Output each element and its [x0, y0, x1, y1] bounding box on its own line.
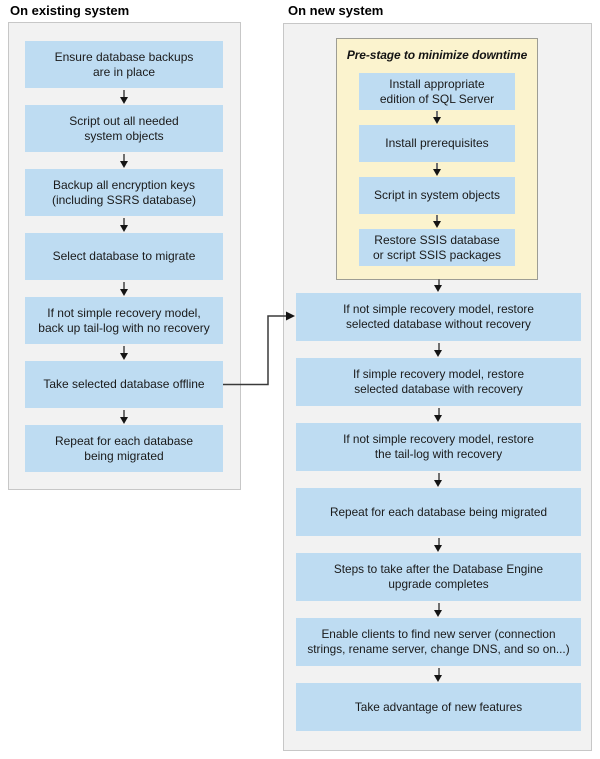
new-system-panel: Pre-stage to minimize downtime Install a…: [283, 23, 592, 751]
flow-step-restore-with-recovery: If simple recovery model, restore select…: [296, 358, 581, 406]
down-arrow-icon: [359, 110, 515, 125]
flow-step-restore-without-recovery: If not simple recovery model, restore se…: [296, 293, 581, 341]
down-arrow-icon: [25, 216, 223, 233]
prestage-steps: Install appropriate edition of SQL Serve…: [337, 73, 537, 266]
down-arrow-icon: [296, 471, 581, 488]
down-arrow-icon: [25, 88, 223, 105]
down-arrow-icon: [25, 408, 223, 425]
flow-step-select-database: Select database to migrate: [25, 233, 223, 280]
prestage-group: Pre-stage to minimize downtime Install a…: [336, 38, 538, 280]
flow-step-backup-encryption-keys: Backup all encryption keys (including SS…: [25, 169, 223, 216]
flow-step-enable-clients: Enable clients to find new server (conne…: [296, 618, 581, 666]
existing-system-panel: Ensure database backups are in place Scr…: [8, 22, 241, 490]
flow-step-ensure-backups: Ensure database backups are in place: [25, 41, 223, 88]
existing-system-steps: Ensure database backups are in place Scr…: [25, 41, 223, 472]
flow-step-restore-ssis: Restore SSIS database or script SSIS pac…: [359, 229, 515, 266]
flow-step-install-sql-server: Install appropriate edition of SQL Serve…: [359, 73, 515, 110]
flow-step-restore-taillog: If not simple recovery model, restore th…: [296, 423, 581, 471]
flow-step-repeat-existing: Repeat for each database being migrated: [25, 425, 223, 472]
down-arrow-icon: [296, 341, 581, 358]
down-arrow-icon: [359, 162, 515, 177]
flow-step-backup-taillog: If not simple recovery model, back up ta…: [25, 297, 223, 344]
flow-step-take-offline: Take selected database offline: [25, 361, 223, 408]
flow-step-repeat-new: Repeat for each database being migrated: [296, 488, 581, 536]
down-arrow-icon: [25, 280, 223, 297]
down-arrow-icon: [25, 152, 223, 169]
flow-step-install-prerequisites: Install prerequisites: [359, 125, 515, 162]
down-arrow-icon: [296, 601, 581, 618]
flow-step-script-in-objects: Script in system objects: [359, 177, 515, 214]
elbow-connector: [223, 311, 295, 386]
prestage-title: Pre-stage to minimize downtime: [346, 48, 528, 62]
down-arrow-icon: [296, 406, 581, 423]
down-arrow-icon: [25, 344, 223, 361]
new-system-heading: On new system: [288, 3, 384, 18]
existing-system-heading: On existing system: [10, 3, 130, 18]
down-arrow-icon: [296, 536, 581, 553]
down-arrow-icon: [296, 666, 581, 683]
flow-step-new-features: Take advantage of new features: [296, 683, 581, 731]
flow-step-post-upgrade-steps: Steps to take after the Database Engine …: [296, 553, 581, 601]
down-arrow-icon: [359, 214, 515, 229]
flow-step-script-out-objects: Script out all needed system objects: [25, 105, 223, 152]
new-system-steps: If not simple recovery model, restore se…: [296, 278, 581, 731]
down-arrow-icon: [296, 278, 581, 293]
